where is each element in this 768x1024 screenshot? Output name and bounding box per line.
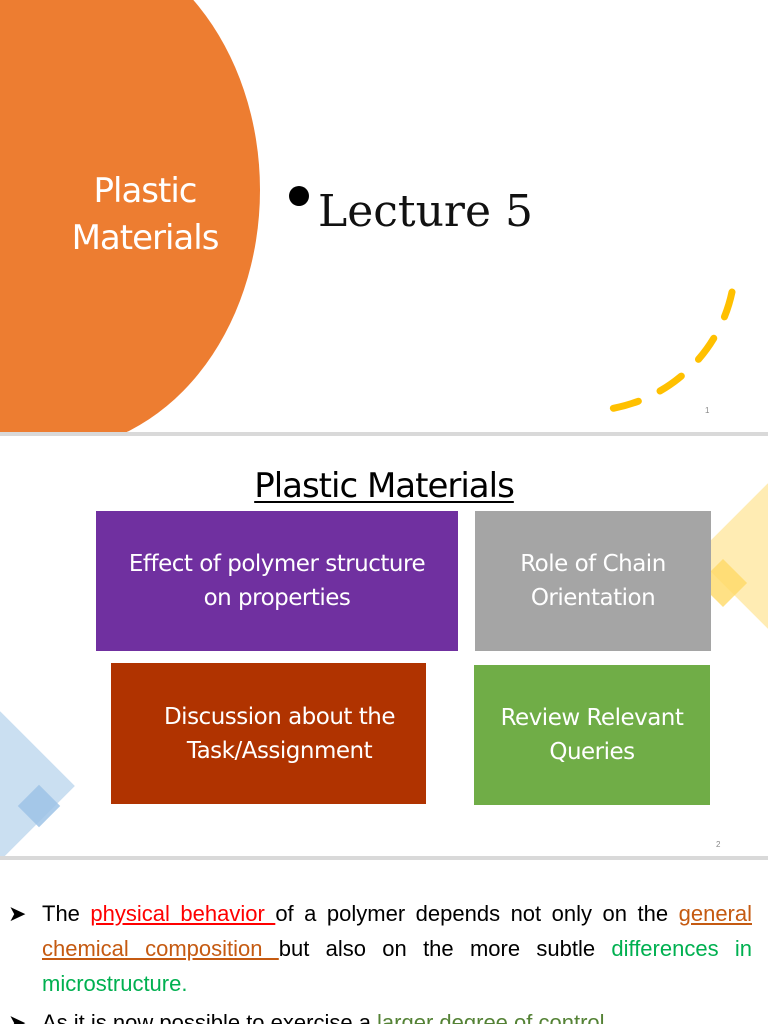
highlight-physical-behavior: physical behavior — [90, 901, 276, 926]
box-line: on properties — [203, 585, 351, 611]
text-run: As it is now possible to exercise a — [42, 1010, 378, 1024]
lecture-title: Lecture 5 — [318, 186, 533, 237]
bullet-point: ➤ As it is now possible to exercise a la… — [0, 1005, 768, 1024]
slide-separator — [0, 432, 768, 436]
content-slide: ➤ The physical behavior of a polymer dep… — [0, 860, 768, 1024]
topic-box-polymer-structure: Effect of polymer structure on propertie… — [96, 511, 458, 651]
highlight-microstructure: differences in microstructure. — [42, 936, 752, 996]
slide2-title: Plastic Materials — [254, 466, 515, 506]
topic-box-task-discussion: Discussion about the Task/Assignment — [111, 663, 426, 804]
slide1-page-number: 1 — [705, 406, 710, 415]
agenda-slide: Plastic Materials Effect of polymer stru… — [0, 436, 768, 856]
slide3-body: ➤ The physical behavior of a polymer dep… — [0, 896, 768, 1024]
box-line: Discussion about the — [163, 703, 396, 730]
dashed-arc-decoration — [598, 288, 736, 414]
arrow-bullet-icon: ➤ — [8, 1010, 27, 1024]
slide1-left-title: Plastic Materials — [40, 168, 250, 262]
topic-box-chain-orientation: Role of Chain Orientation — [475, 511, 711, 651]
text-run: The — [42, 901, 91, 926]
title-slide: Plastic Materials Lecture 5 1 — [0, 0, 768, 432]
text-run: of a polymer depends not only on the — [275, 901, 679, 926]
bullet-point: ➤ The physical behavior of a polymer dep… — [0, 896, 768, 1001]
box-line: Orientation — [530, 585, 656, 611]
slide2-page-number: 2 — [716, 840, 721, 849]
box-line: Role of Chain — [520, 551, 666, 577]
text-run: but also on the more subtle — [278, 936, 612, 961]
bullet-dot-icon — [289, 186, 309, 206]
arrow-bullet-icon: ➤ — [8, 901, 27, 926]
slide-separator — [0, 856, 768, 860]
box-line: Queries — [549, 739, 635, 765]
box-line: Effect of polymer structure — [128, 551, 426, 577]
highlight-chemical-composition: general chemical composition — [42, 901, 752, 961]
box-line: Task/Assignment — [186, 737, 373, 764]
box-line: Review Relevant — [500, 705, 684, 731]
topic-box-review-queries: Review Relevant Queries — [474, 665, 710, 805]
highlight-control: larger degree of control — [377, 1010, 605, 1024]
blue-diamond-decoration — [0, 701, 75, 856]
title-line-1: Plastic — [93, 171, 198, 211]
title-line-2: Materials — [71, 218, 220, 258]
